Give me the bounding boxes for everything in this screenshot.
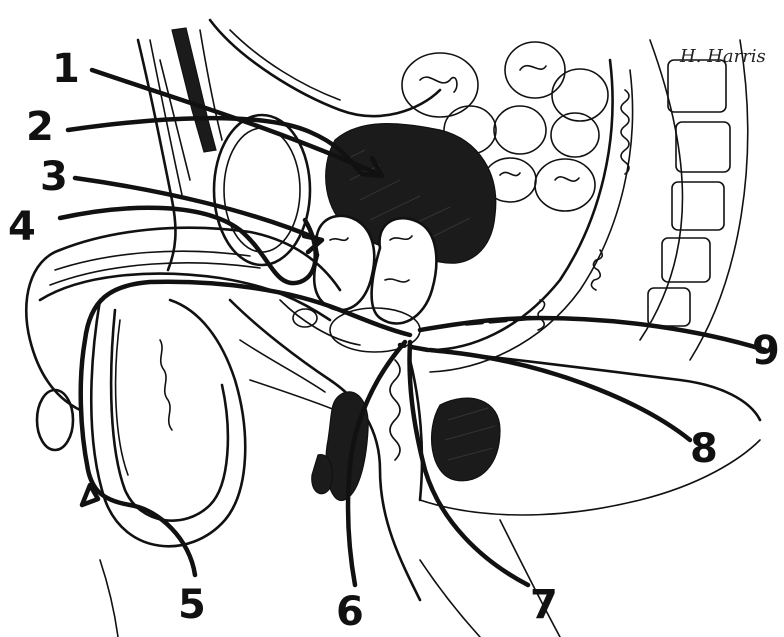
label-4: 4 xyxy=(8,204,36,250)
label-8: 8 xyxy=(690,426,718,472)
label-1: 1 xyxy=(52,46,80,92)
label-3: 3 xyxy=(40,154,68,200)
label-7: 7 xyxy=(530,582,558,628)
label-9: 9 xyxy=(752,328,780,374)
artist-signature: H. Harris xyxy=(679,46,766,67)
label-6: 6 xyxy=(336,589,364,635)
label-2: 2 xyxy=(26,104,54,150)
label-5: 5 xyxy=(178,582,206,628)
